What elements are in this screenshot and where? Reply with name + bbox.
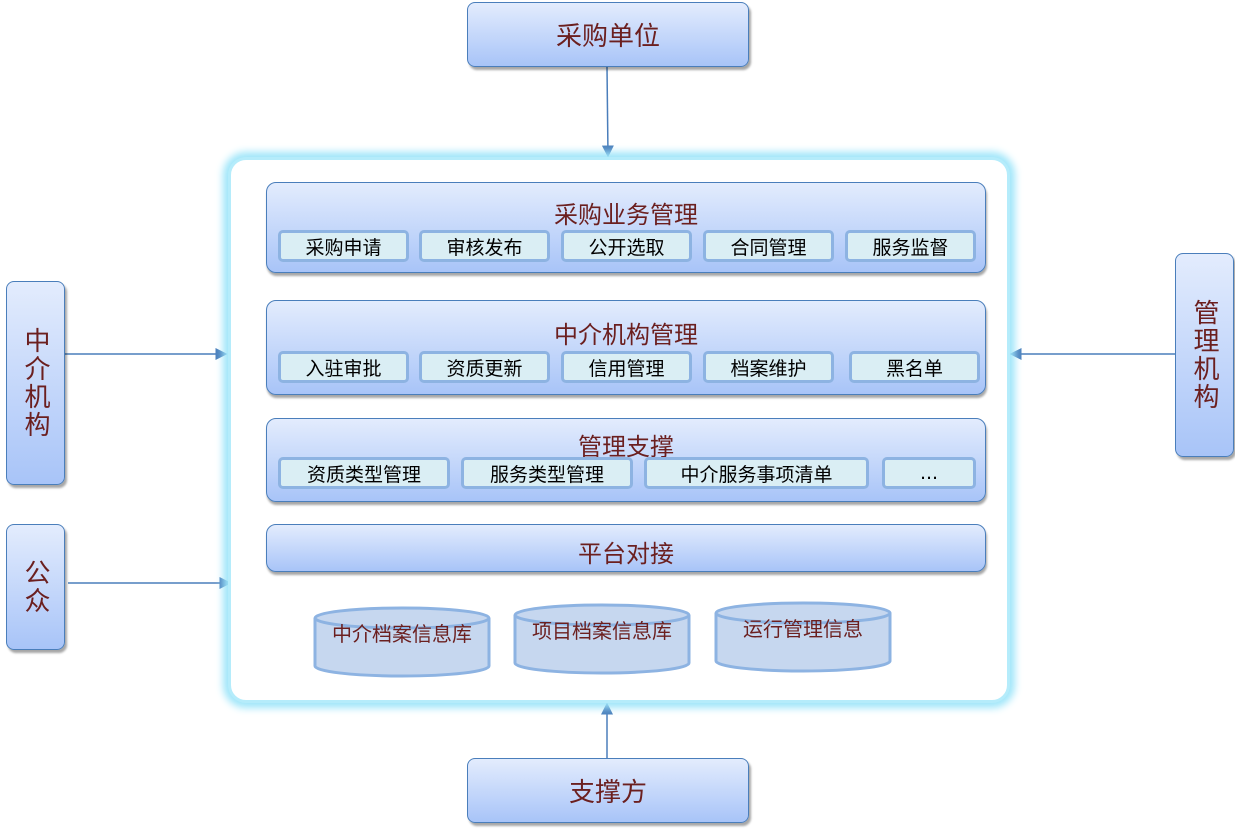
- group-management-support: 管理支撑 资质类型管理 服务类型管理 中介服务事项清单 ...: [266, 418, 986, 502]
- database-label: 中介档案信息库: [332, 622, 472, 646]
- module-item: 档案维护: [703, 351, 834, 383]
- module-item: ...: [882, 457, 976, 489]
- module-item: 审核发布: [419, 230, 550, 262]
- module-item: 服务类型管理: [461, 457, 633, 489]
- group-title: 中介机构管理: [554, 321, 698, 349]
- group-title: 采购业务管理: [554, 201, 698, 229]
- module-item: 信用管理: [561, 351, 692, 383]
- database-cylinder: 项目档案信息库: [513, 603, 691, 675]
- module-item: 合同管理: [703, 230, 834, 262]
- module-item: 采购申请: [278, 230, 409, 262]
- group-title: 管理支撑: [578, 433, 674, 461]
- module-item: 公开选取: [561, 230, 692, 262]
- module-item: 入驻审批: [278, 351, 409, 383]
- intermediary-box: 中介机构: [6, 281, 65, 485]
- database-cylinder: 中介档案信息库: [313, 606, 491, 678]
- public-box: 公众: [6, 524, 65, 650]
- authority-box: 管理机构: [1175, 253, 1234, 457]
- purchasing-unit-box: 采购单位: [467, 2, 749, 67]
- group-title: 平台对接: [578, 540, 674, 568]
- database-cylinder: 运行管理信息: [714, 601, 892, 673]
- group-intermediary: 中介机构管理 入驻审批 资质更新 信用管理 档案维护 黑名单: [266, 300, 986, 395]
- intermediary-label: 中介机构: [20, 327, 50, 439]
- support-party-label: 支撑方: [568, 778, 647, 808]
- database-label: 项目档案信息库: [532, 619, 672, 643]
- group-procurement: 采购业务管理 采购申请 审核发布 公开选取 合同管理 服务监督: [266, 182, 986, 273]
- purchasing-unit-label: 采购单位: [555, 22, 660, 52]
- module-item: 黑名单: [849, 351, 980, 383]
- support-party-box: 支撑方: [467, 758, 749, 823]
- database-label: 运行管理信息: [743, 617, 863, 641]
- module-item: 中介服务事项清单: [644, 457, 869, 489]
- authority-label: 管理机构: [1189, 299, 1219, 411]
- public-label: 公众: [20, 559, 50, 615]
- module-item: 资质类型管理: [278, 457, 450, 489]
- module-item: 资质更新: [419, 351, 550, 383]
- module-item: 服务监督: [845, 230, 976, 262]
- group-platform-integration: 平台对接: [266, 524, 986, 572]
